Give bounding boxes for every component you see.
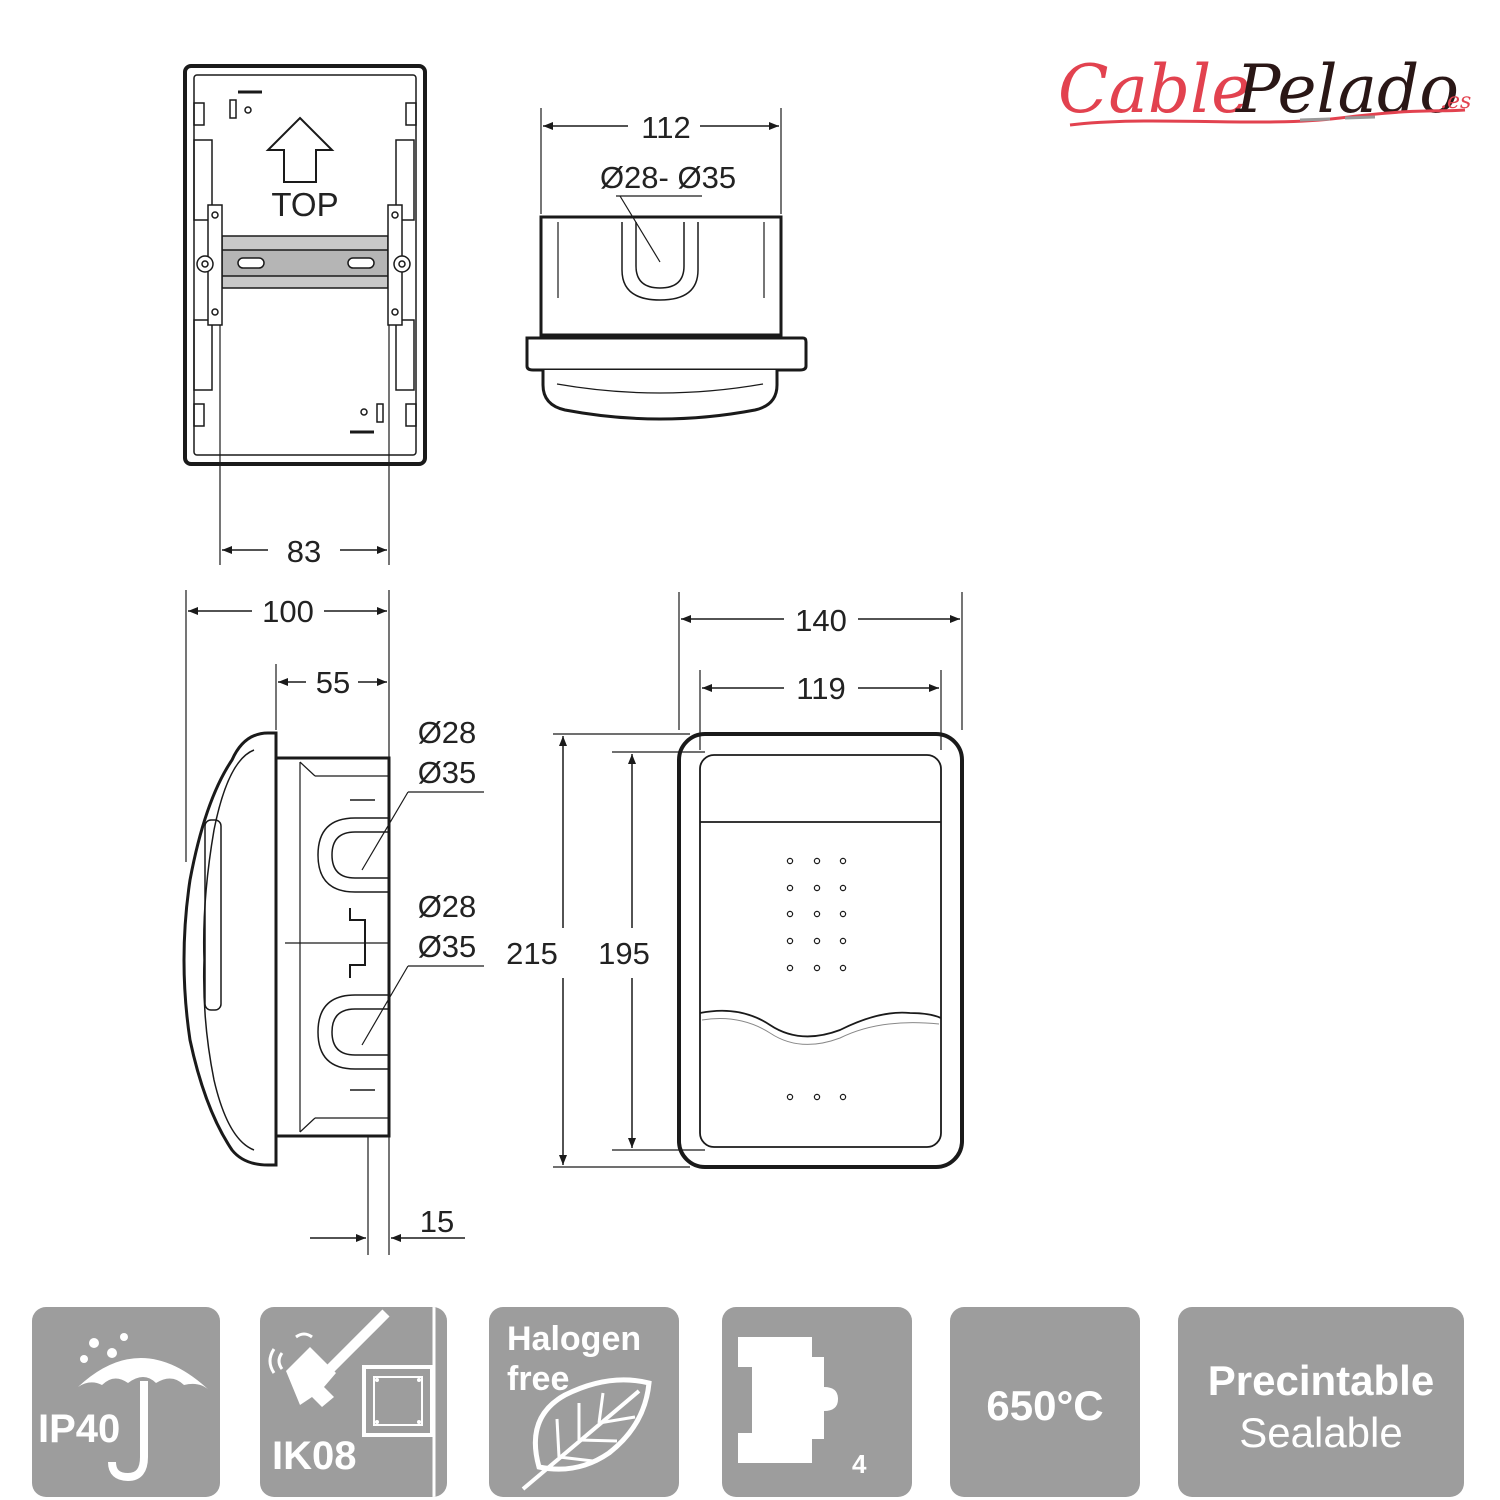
knockout-lower-d2: Ø35 xyxy=(418,929,477,964)
modules-count: 4 xyxy=(852,1449,867,1479)
dim-100-label: 100 xyxy=(262,594,314,629)
badge-halogen-free: Halogen free xyxy=(489,1307,679,1497)
ik08-label: IK08 xyxy=(272,1434,357,1478)
badge-modules: 4 xyxy=(722,1307,912,1497)
dim-83-label: 83 xyxy=(287,534,321,569)
knockout-upper-d1: Ø28 xyxy=(418,715,477,750)
technical-drawing: Cable Pelado .es xyxy=(182,51,1471,1255)
dim-15-label: 15 xyxy=(420,1204,454,1239)
top-label: TOP xyxy=(271,186,338,223)
logo-wire-strand-icon xyxy=(1344,115,1376,120)
dim-140-label: 140 xyxy=(795,603,847,638)
din-module-icon xyxy=(738,1337,838,1463)
badge-temperature: 650°C xyxy=(950,1307,1140,1497)
brand-name-part2: Pelado xyxy=(1235,51,1459,128)
knockout-top-label: Ø28- Ø35 xyxy=(600,160,736,195)
sealable-line2: Sealable xyxy=(1239,1409,1403,1456)
badge-ip40: IP40 xyxy=(32,1307,220,1497)
vent-holes-icon xyxy=(786,857,847,1101)
badge-ik08: IK08 xyxy=(260,1307,447,1497)
hammer-impact-icon xyxy=(268,1307,436,1497)
halogen-line2: free xyxy=(507,1360,570,1398)
knockout-lower-d1: Ø28 xyxy=(418,889,477,924)
dim-119-label: 119 xyxy=(796,671,845,706)
umbrella-icon xyxy=(78,1333,210,1482)
logo-wire-strand-icon xyxy=(1299,117,1331,122)
front-view xyxy=(553,592,964,1169)
back-view xyxy=(183,64,427,565)
badge-sealable: Precintable Sealable xyxy=(1178,1307,1464,1497)
knockout-upper-d2: Ø35 xyxy=(418,755,477,790)
brand-logo: Cable Pelado .es xyxy=(1058,51,1471,128)
dim-55-label: 55 xyxy=(316,665,350,700)
ip40-label: IP40 xyxy=(38,1407,121,1451)
brand-name-part1: Cable xyxy=(1058,51,1250,128)
dim-215-label: 215 xyxy=(506,936,558,971)
feature-badges: IP40 IK08 Halogen free xyxy=(0,1305,1500,1500)
leaf-icon xyxy=(521,1377,652,1491)
dim-195-label: 195 xyxy=(598,936,650,971)
top-arrow-icon xyxy=(265,116,335,183)
halogen-line1: Halogen xyxy=(507,1320,642,1358)
sealable-line1: Precintable xyxy=(1207,1357,1435,1404)
side-view xyxy=(182,590,484,1255)
top-side-view xyxy=(525,108,808,421)
temperature-label: 650°C xyxy=(986,1382,1104,1429)
dim-112-label: 112 xyxy=(641,110,690,145)
